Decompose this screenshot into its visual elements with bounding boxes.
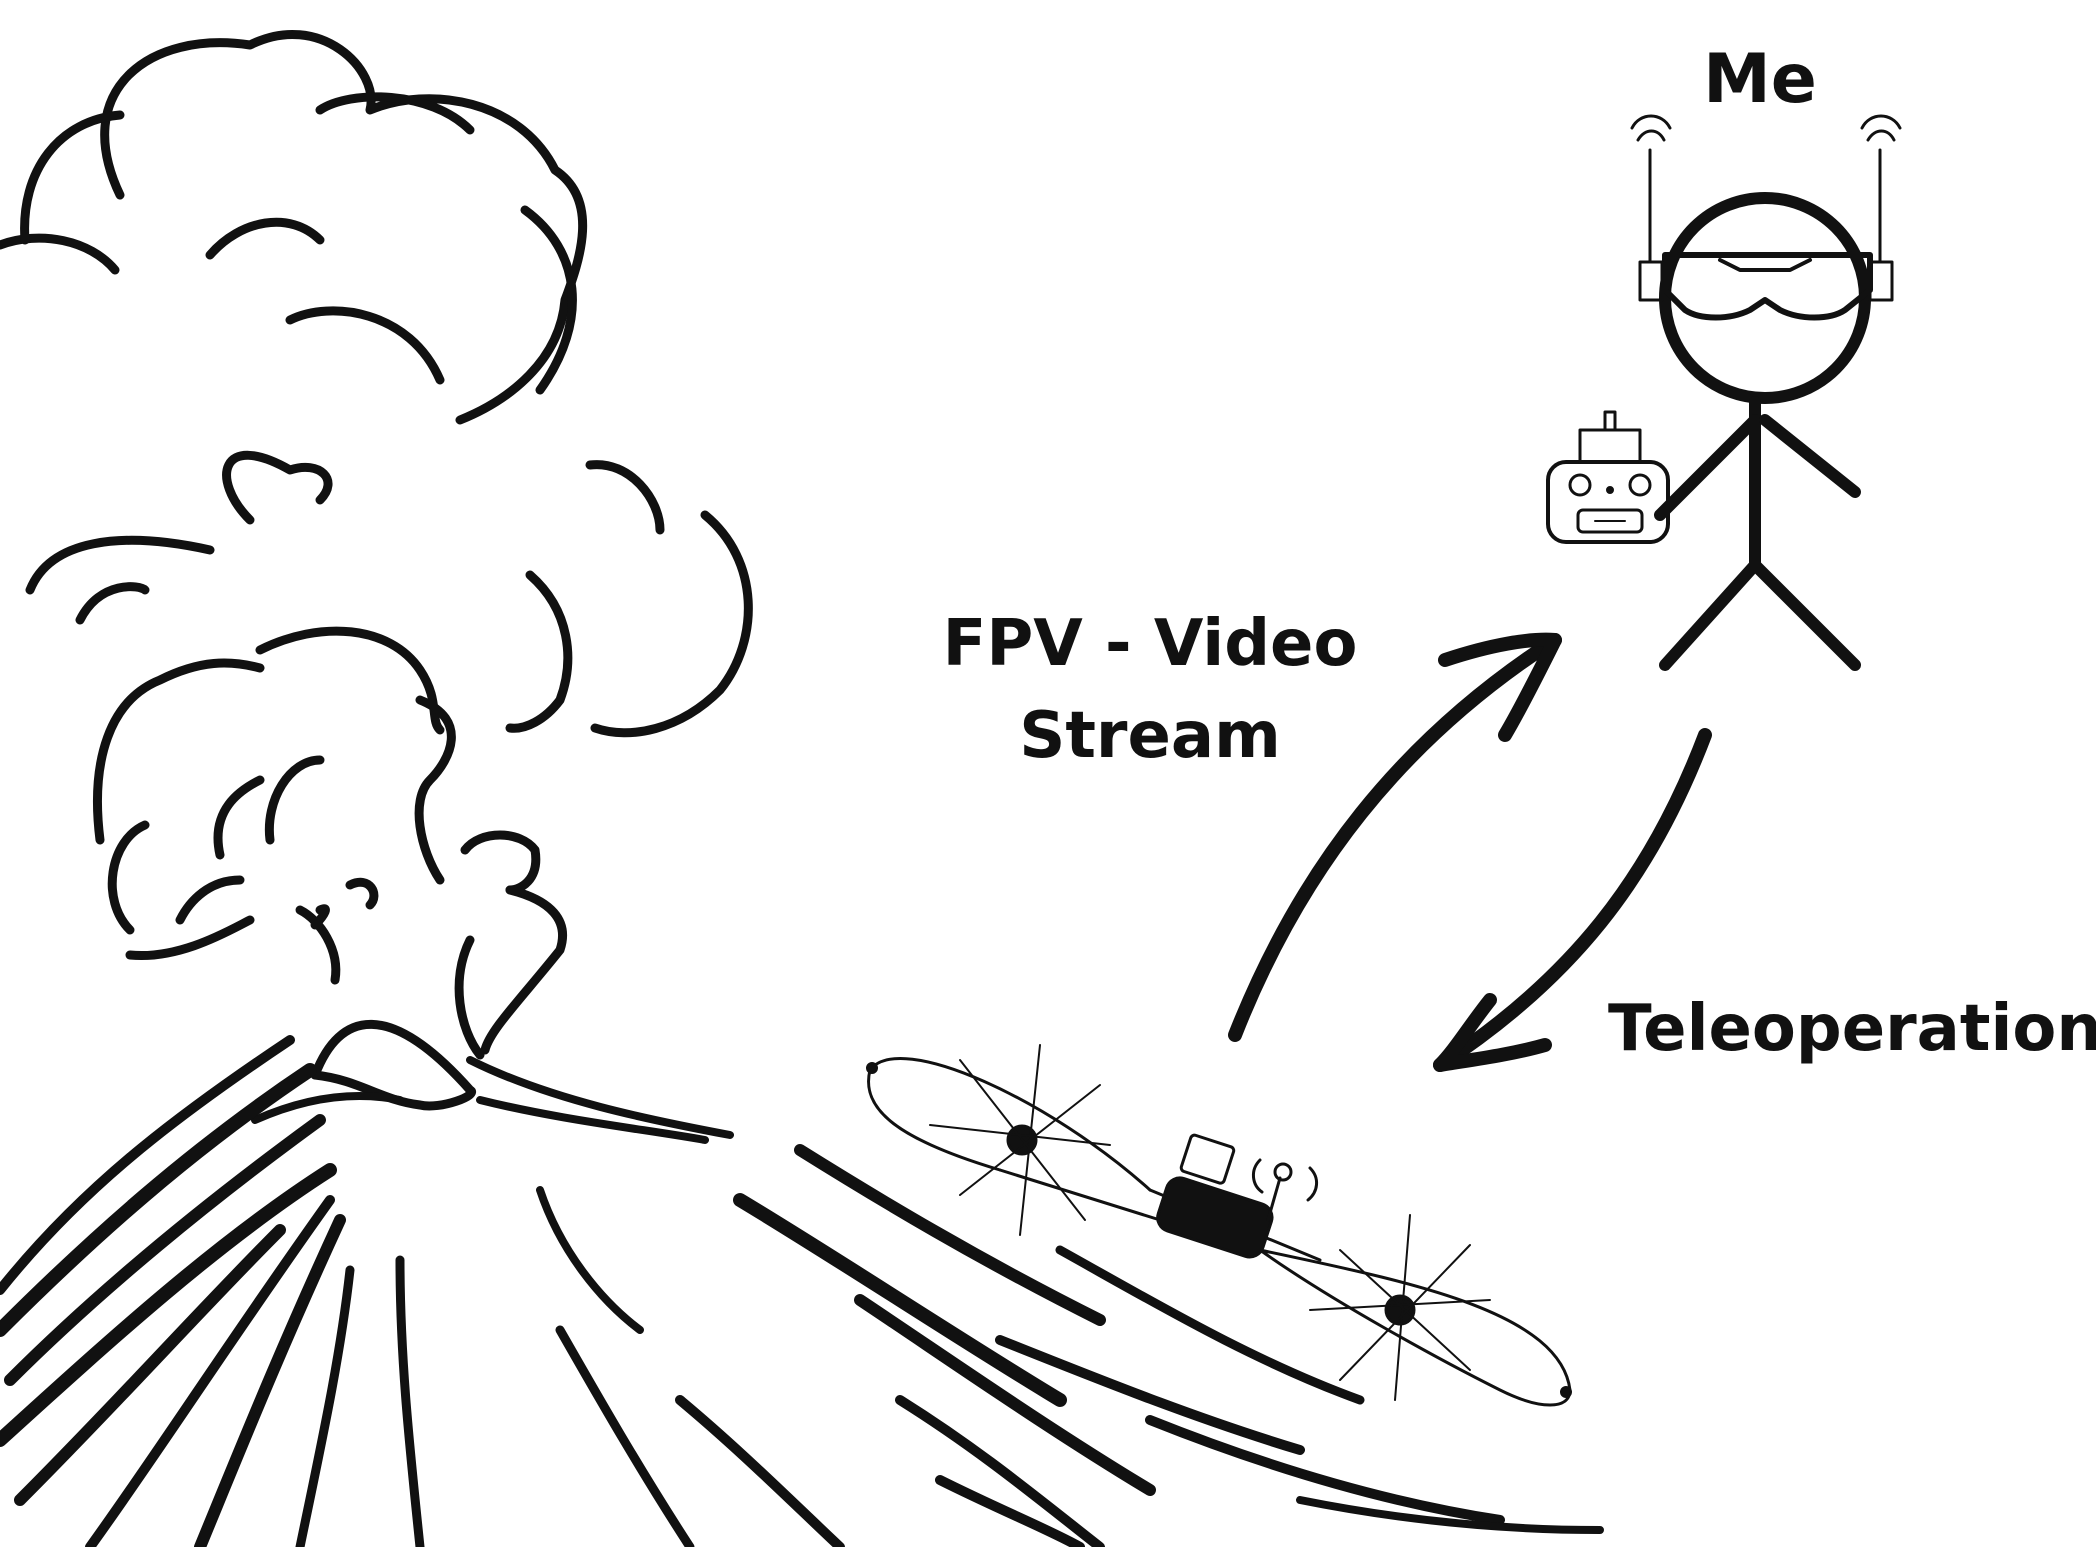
radio-controller-icon bbox=[1546, 410, 1670, 544]
volcano-icon bbox=[0, 1019, 1604, 1547]
label-me: Me bbox=[1703, 40, 1817, 119]
smoke-cloud-icon bbox=[0, 29, 753, 1060]
label-teleoperation: Teleoperation bbox=[1608, 992, 2096, 1066]
label-video-stream: FPV - Video Stream bbox=[920, 598, 1380, 782]
label-video-stream-line1: FPV - Video bbox=[942, 607, 1358, 681]
label-video-stream-line2: Stream bbox=[1019, 699, 1281, 773]
fpv-drone-icon bbox=[866, 1044, 1572, 1407]
fpv-goggles-icon bbox=[1630, 114, 1902, 321]
stick-figure-pilot-icon bbox=[1546, 114, 1902, 671]
signal-arrow-icon bbox=[1228, 632, 1712, 1072]
